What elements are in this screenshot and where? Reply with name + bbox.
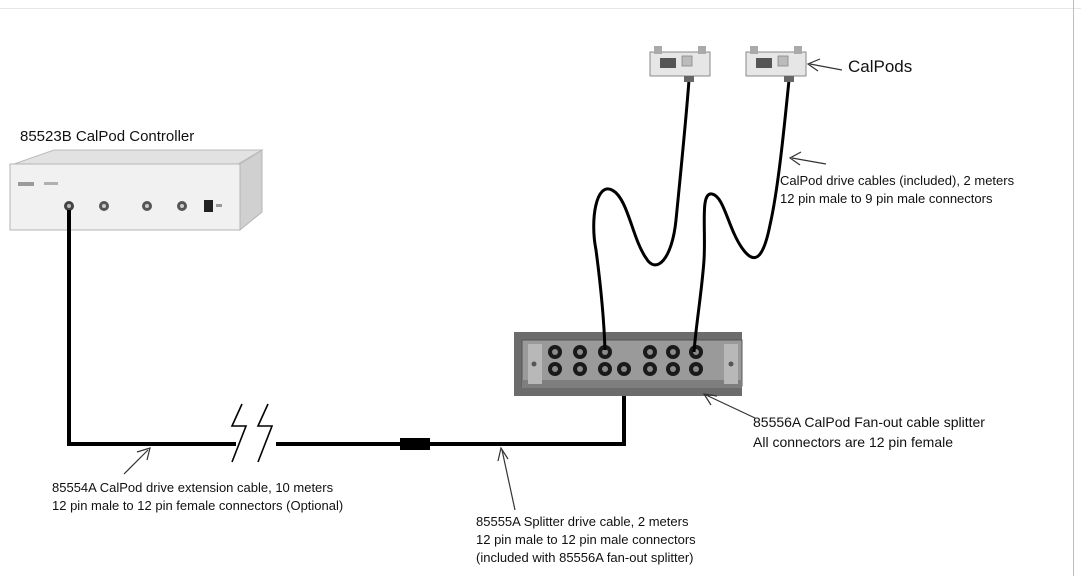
calpods-arrow [808,59,842,71]
inline-connector [400,438,430,450]
splitter-port-pin [552,366,558,372]
controller-title: 85523B CalPod Controller [20,128,194,146]
power-switch [204,200,213,212]
splitter-drive-cable-line: (included with 85556A fan-out splitter) [476,549,696,567]
splitter-port-pin [577,366,583,372]
calpod-drive-cable-2 [694,80,789,352]
extension-cable-line: 12 pin male to 12 pin female connectors … [52,497,343,515]
splitter-line: All connectors are 12 pin female [753,432,985,452]
splitter-port-pin [693,366,699,372]
splitter-port-pin [602,366,608,372]
splitter-drive-cable-arrow [498,448,515,510]
drive-cables-arrow [790,152,826,165]
calpod-module-1 [650,46,710,82]
splitter-port-pin [670,366,676,372]
controller-port [64,201,74,211]
controller-port [177,201,187,211]
calpod-controller-device [10,150,262,230]
splitter-line: 85556A CalPod Fan-out cable splitter [753,412,985,432]
drive-cables-line: 12 pin male to 9 pin male connectors [780,190,1014,208]
splitter-port-pin [647,349,653,355]
brand-logo [18,182,34,186]
extension-cable-line: 85554A CalPod drive extension cable, 10 … [52,479,343,497]
splitter-drive-cable-label: 85555A Splitter drive cable, 2 meters 12… [476,513,696,567]
splitter-port-pin [621,366,627,372]
calpods-label: CalPods [848,58,912,76]
splitter-port-pin [552,349,558,355]
splitter-label: 85556A CalPod Fan-out cable splitter All… [753,412,985,452]
splitter-arrow [704,394,755,418]
splitter-drive-cable-line: 85555A Splitter drive cable, 2 meters [476,513,696,531]
calpod-drive-cable-1 [594,80,689,350]
splitter-port-pin [647,366,653,372]
extension-cable [69,210,400,444]
calpod-module-2 [746,46,806,82]
splitter-port-pin [577,349,583,355]
controller-port [99,201,109,211]
controller-port [142,201,152,211]
drive-cables-line: CalPod drive cables (included), 2 meters [780,172,1014,190]
splitter-port-pin [670,349,676,355]
extension-cable-arrow [124,448,150,474]
drive-cables-label: CalPod drive cables (included), 2 meters… [780,172,1014,208]
cable-break-marks [232,404,272,462]
splitter-drive-cable-line: 12 pin male to 12 pin male connectors [476,531,696,549]
extension-cable-label: 85554A CalPod drive extension cable, 10 … [52,479,343,515]
